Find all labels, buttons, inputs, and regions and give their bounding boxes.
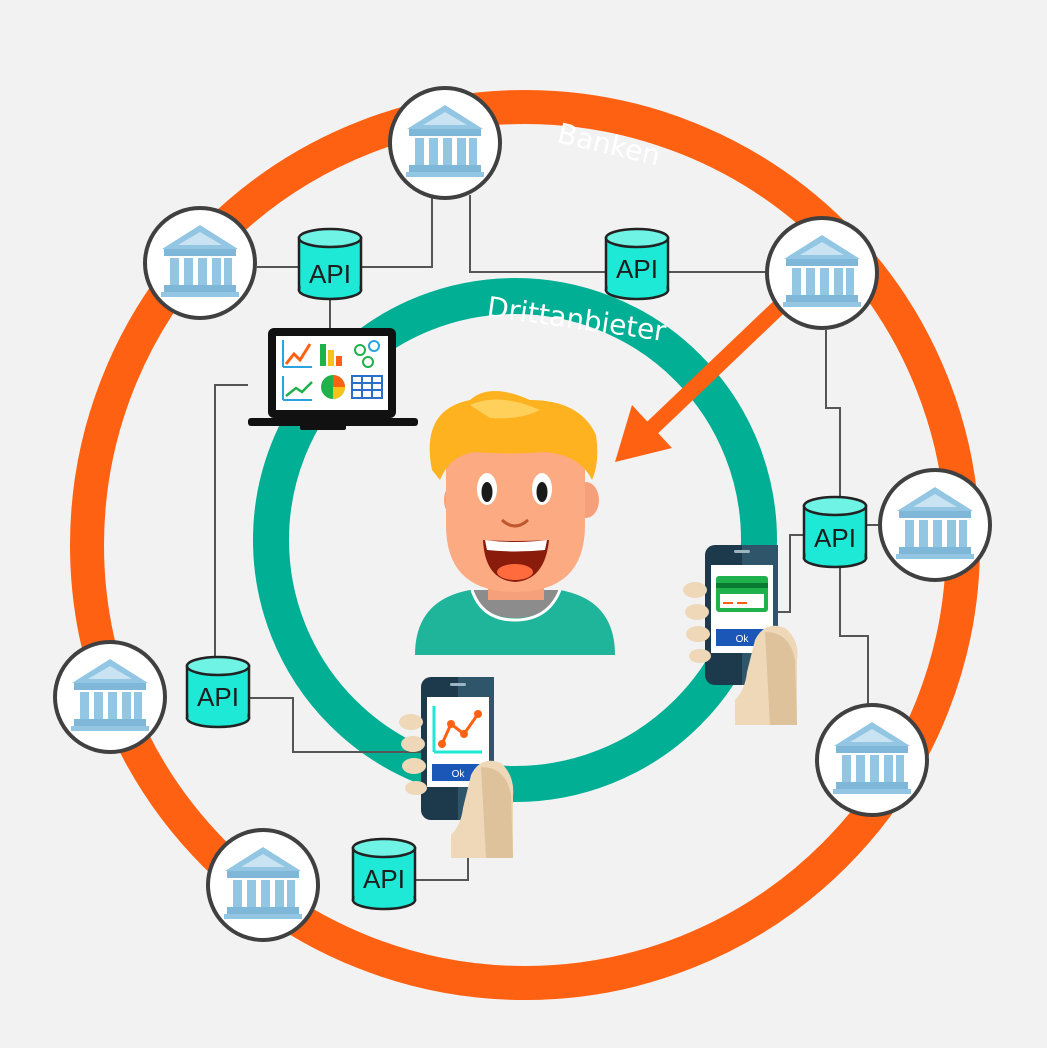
api-label: API xyxy=(616,254,658,284)
user-avatar xyxy=(415,391,615,655)
api-label: API xyxy=(363,864,405,894)
api-node-3: API xyxy=(802,495,868,569)
bank-node-lower-right xyxy=(815,703,929,817)
api-label: API xyxy=(197,682,239,712)
ok-button-label: Ok xyxy=(736,634,750,645)
bank-node-upper-left xyxy=(143,206,257,320)
bank-node-bottom-left xyxy=(206,828,320,942)
bank-node-right xyxy=(878,468,992,582)
smartphone-chart-icon: Ok xyxy=(399,677,514,858)
api-node-4: API xyxy=(185,655,251,729)
bank-node-top xyxy=(388,86,502,200)
api-label: API xyxy=(309,259,351,289)
ok-button-label: Ok xyxy=(452,769,466,780)
api-label: API xyxy=(814,523,856,553)
third-party-ring xyxy=(253,278,777,802)
data-flow-arrow xyxy=(615,300,786,462)
api-node-1: API xyxy=(297,227,363,301)
api-node-5: API xyxy=(351,837,417,911)
bank-node-left xyxy=(53,640,167,754)
smartphone-card-icon: Ok xyxy=(683,545,798,725)
api-node-2: API xyxy=(604,227,670,301)
bank-node-upper-right xyxy=(765,216,879,330)
laptop-dashboard-icon xyxy=(248,328,418,430)
